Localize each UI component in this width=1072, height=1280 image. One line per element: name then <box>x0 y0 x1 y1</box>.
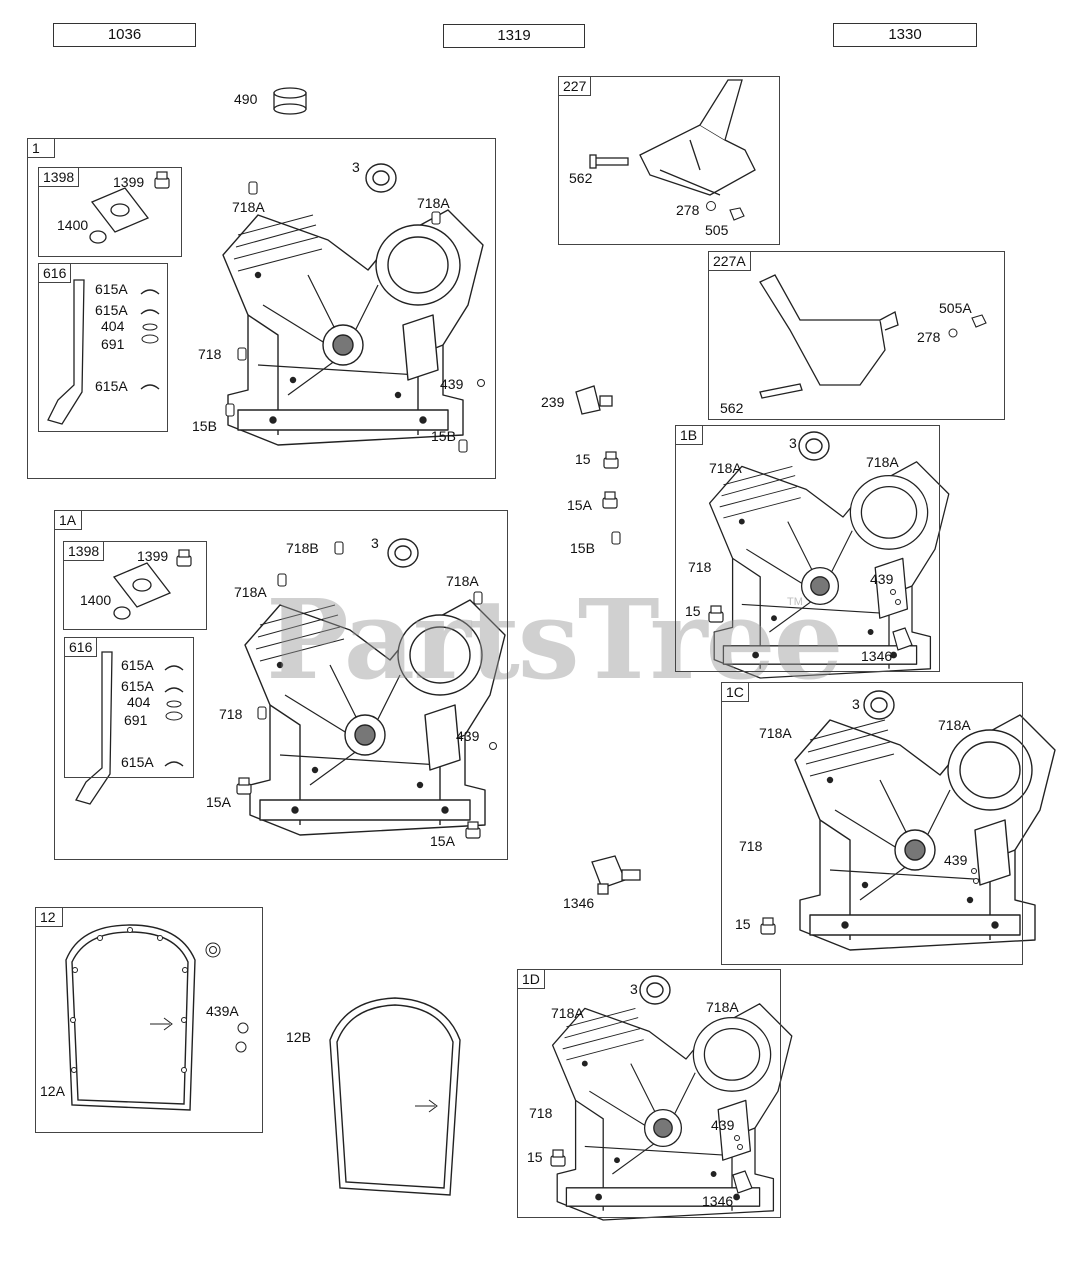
part-label: 718A <box>706 999 739 1015</box>
part-label: 1346 <box>702 1193 734 1209</box>
part-label: 718A <box>234 584 267 600</box>
part-label: 718A <box>938 717 971 733</box>
subgroup-1398: 1398 <box>63 541 207 630</box>
part-label: 15 <box>685 603 701 619</box>
group-tag: 1C <box>721 682 749 702</box>
header-box-1: 1036 <box>53 23 196 47</box>
subgroup-1398: 1398 <box>38 167 182 257</box>
part-label-1346: 1346 <box>563 895 595 911</box>
part-label: 691 <box>124 712 148 728</box>
header-box-3: 1330 <box>833 23 977 47</box>
part-label: 718B <box>286 540 319 556</box>
part-label: 278 <box>676 202 700 218</box>
part-label: 15A <box>206 794 231 810</box>
part-label: 718 <box>739 838 763 854</box>
part-label: 3 <box>352 159 360 175</box>
group-tag: 1B <box>675 425 703 445</box>
part-label: 404 <box>101 318 125 334</box>
part-label: 615A <box>121 678 154 694</box>
group-tag: 1 <box>27 138 55 158</box>
header-box-2: 1319 <box>443 24 585 48</box>
group-1b: 1B <box>675 425 940 672</box>
part-label: 3 <box>789 435 797 451</box>
group-tag: 227A <box>708 251 751 271</box>
part-label: 1400 <box>57 217 89 233</box>
part-label: 718 <box>529 1105 553 1121</box>
group-tag: 1D <box>517 969 545 989</box>
part-label: 615A <box>121 754 154 770</box>
part-label: 15A <box>430 833 455 849</box>
watermark-trademark: TM <box>787 596 803 608</box>
part-label: 3 <box>630 981 638 997</box>
subgroup-tag: 616 <box>38 263 72 283</box>
group-12: 12 <box>35 907 263 1133</box>
group-227: 227 <box>558 76 780 245</box>
part-label: 615A <box>95 378 128 394</box>
part-label: 15B <box>192 418 217 434</box>
group-1a: 1A 1398 616 <box>54 510 508 860</box>
part-label: 691 <box>101 336 125 352</box>
part-label-239: 239 <box>541 394 565 410</box>
part-label: 718A <box>232 199 265 215</box>
part-label: 439 <box>944 852 968 868</box>
group-227a: 227A <box>708 251 1005 420</box>
part-label: 3 <box>852 696 860 712</box>
subgroup-616: 616 <box>38 263 168 432</box>
part-label: 15 <box>527 1149 543 1165</box>
part-label: 439 <box>711 1117 735 1133</box>
part-label: 718A <box>417 195 450 211</box>
part-label: 718A <box>709 460 742 476</box>
part-label: 404 <box>127 694 151 710</box>
part-label: 15 <box>735 916 751 932</box>
part-label: 12A <box>40 1083 65 1099</box>
part-label: 718 <box>198 346 222 362</box>
part-label: 562 <box>720 400 744 416</box>
part-label: 718A <box>866 454 899 470</box>
subgroup-616: 616 <box>64 637 194 778</box>
group-1d: 1D <box>517 969 781 1218</box>
part-label: 439 <box>440 376 464 392</box>
part-label: 615A <box>95 302 128 318</box>
part-label: 15B <box>431 428 456 444</box>
part-label: 718A <box>446 573 479 589</box>
part-label-12b: 12B <box>286 1029 311 1045</box>
part-label: 718A <box>759 725 792 741</box>
subgroup-tag: 616 <box>64 637 98 657</box>
subgroup-tag: 1398 <box>63 541 105 561</box>
part-label: 1399 <box>137 548 169 564</box>
part-label: 505 <box>705 222 729 238</box>
part-label: 1346 <box>861 648 893 664</box>
part-label: 439 <box>870 571 894 587</box>
subgroup-tag: 1398 <box>38 167 80 187</box>
part-label: 615A <box>121 657 154 673</box>
group-1: 1 1398 616 <box>27 138 496 479</box>
part-label: 615A <box>95 281 128 297</box>
part-label: 1399 <box>113 174 145 190</box>
group-tag: 227 <box>558 76 592 96</box>
part-label: 1400 <box>80 592 112 608</box>
part-label: 718 <box>219 706 243 722</box>
part-label-15: 15 <box>575 451 591 467</box>
part-label-15b: 15B <box>570 540 595 556</box>
part-label: 439A <box>206 1003 239 1019</box>
group-tag: 1A <box>54 510 82 530</box>
part-label: 505A <box>939 300 972 316</box>
group-tag: 12 <box>35 907 63 927</box>
group-1c: 1C <box>721 682 1023 965</box>
part-label: 562 <box>569 170 593 186</box>
part-label: 278 <box>917 329 941 345</box>
part-label: 718A <box>551 1005 584 1021</box>
part-label: 439 <box>456 728 480 744</box>
part-label: 3 <box>371 535 379 551</box>
part-label-490: 490 <box>234 91 258 107</box>
part-label: 718 <box>688 559 712 575</box>
part-label-15a: 15A <box>567 497 592 513</box>
